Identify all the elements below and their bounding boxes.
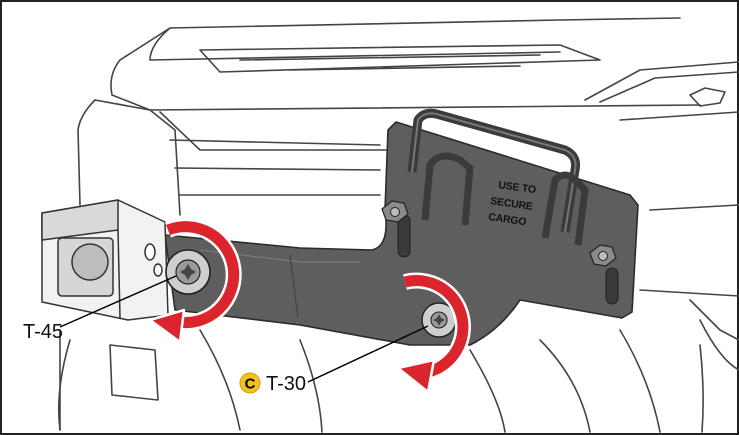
decal-line-2: SECURE: [490, 195, 534, 213]
hex-nut-left: [381, 200, 409, 223]
leader-line-t45: [59, 275, 177, 328]
step-badge-icon: C: [239, 372, 261, 394]
hex-nut-right: [589, 244, 617, 267]
bracket-slot: [605, 267, 619, 305]
decal-line-3: CARGO: [488, 211, 527, 228]
mount-block: [41, 199, 169, 321]
step-badge-letter: C: [245, 376, 256, 393]
counter-clockwise-arrow-icon: [148, 218, 242, 344]
torx-screw-icon: [165, 249, 211, 295]
cargo-bracket: USE TO SECURE CARGO: [164, 108, 639, 346]
callout-t30-label: T-30: [266, 373, 306, 395]
leader-line-t30: [307, 325, 429, 383]
callout-t45-label: T-45: [23, 321, 63, 343]
counter-clockwise-arrow-icon: [396, 272, 471, 394]
vehicle-body-lineart: [58, 17, 739, 433]
decal-line-1: USE TO: [498, 179, 537, 196]
